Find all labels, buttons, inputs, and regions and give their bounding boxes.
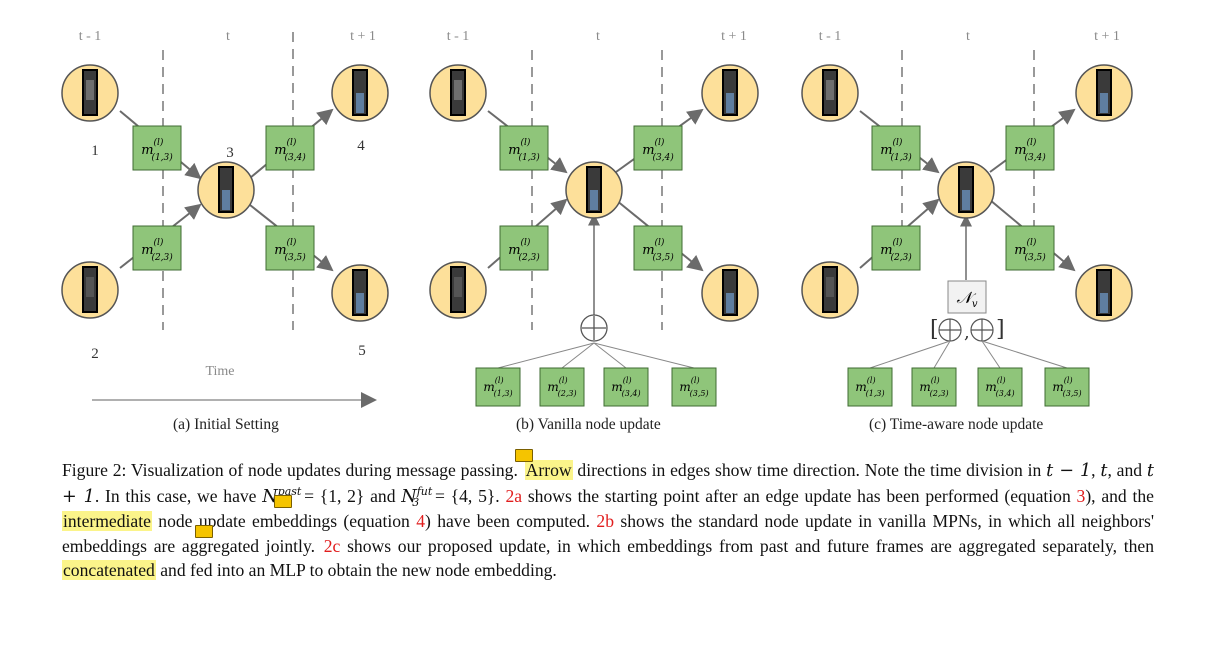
time-label-t-minus-1: t - 1 bbox=[819, 29, 842, 44]
node-1 bbox=[801, 64, 859, 122]
node-3 bbox=[197, 161, 255, 219]
message-1-3: m(l)(1,3) bbox=[499, 125, 549, 171]
time-label-t: t bbox=[966, 29, 970, 44]
ref-equation-4[interactable]: 4 bbox=[416, 511, 425, 532]
time-axis-label: Time bbox=[205, 364, 234, 379]
caption-part-6: ) have been computed. bbox=[425, 511, 591, 532]
node-number-4: 4 bbox=[357, 138, 365, 154]
node-5 bbox=[701, 264, 759, 322]
bottom-message-3-4: m(l)(3,4) bbox=[977, 367, 1023, 407]
message-3-5: m(l)(3,5) bbox=[265, 225, 315, 271]
panel-initial-setting: t - 1 t t + 1 1 2 3 4 5 m(l)(1,3) m(l)(2… bbox=[40, 0, 410, 440]
bottom-message-3-5: m(l)(3,5) bbox=[671, 367, 717, 407]
caption-sep-2: , and bbox=[1107, 460, 1143, 480]
caption-part-4: ), and the bbox=[1085, 485, 1154, 506]
mlp-box: 𝒩v bbox=[947, 280, 987, 314]
node-2 bbox=[61, 261, 119, 319]
caption-part-5: node update embeddings (equation bbox=[158, 511, 410, 532]
figure-caption: Figure 2: Visualization of node updates … bbox=[62, 449, 1154, 583]
message-1-3: m(l)(1,3) bbox=[871, 125, 921, 171]
sum-aggregator-icon bbox=[580, 314, 608, 342]
panel-b-caption: (b) Vanilla node update bbox=[516, 416, 661, 433]
time-label-t-plus-1: t + 1 bbox=[721, 29, 747, 44]
message-2-3: m(l)(2,3) bbox=[132, 225, 182, 271]
panel-c-caption: (c) Time-aware node update bbox=[869, 416, 1044, 433]
caption-and: and bbox=[370, 485, 396, 506]
node-4 bbox=[701, 64, 759, 122]
bottom-message-3-4: m(l)(3,4) bbox=[603, 367, 649, 407]
bottom-message-2-3: m(l)(2,3) bbox=[539, 367, 585, 407]
bottom-message-1-3: m(l)(1,3) bbox=[847, 367, 893, 407]
panel-a-caption: (a) Initial Setting bbox=[173, 416, 279, 433]
caption-sep-1: , bbox=[1091, 460, 1096, 480]
node-4 bbox=[1075, 64, 1133, 122]
caption-part-3: shows the starting point after an edge u… bbox=[527, 485, 1071, 506]
bottom-message-1-3: m(l)(1,3) bbox=[475, 367, 521, 407]
message-1-3: m(l)(1,3) bbox=[132, 125, 182, 171]
node-number-5: 5 bbox=[358, 343, 366, 359]
ref-figure-2b[interactable]: 2b bbox=[596, 511, 615, 532]
message-3-5: m(l)(3,5) bbox=[633, 225, 683, 271]
time-label-t-minus-1: t - 1 bbox=[79, 29, 102, 44]
highlight-arrow[interactable]: Arrow bbox=[524, 460, 573, 480]
node-2 bbox=[801, 261, 859, 319]
bottom-message-2-3: m(l)(2,3) bbox=[911, 367, 957, 407]
math-t: t bbox=[1100, 461, 1108, 481]
svg-text:]: ] bbox=[996, 317, 1005, 342]
caption-part-9: and fed into an MLP to obtain the new no… bbox=[160, 560, 557, 581]
time-label-t-plus-1: t + 1 bbox=[350, 29, 376, 44]
message-3-4: m(l)(3,4) bbox=[265, 125, 315, 171]
node-number-2: 2 bbox=[91, 346, 99, 362]
node-5 bbox=[1075, 264, 1133, 322]
message-3-4: m(l)(3,4) bbox=[633, 125, 683, 171]
math-t-plus-1: t + 1 bbox=[62, 461, 1154, 507]
time-label-t-minus-1: t - 1 bbox=[447, 29, 470, 44]
caption-part-8: shows our proposed update, in which embe… bbox=[347, 535, 1154, 556]
math-n-fut: Nfut3 bbox=[401, 484, 433, 510]
panel-b-graph: t - 1 t t + 1 m(l)(1,3) m(l)(2,3) m(l)(3… bbox=[429, 29, 759, 407]
comment-note-icon[interactable] bbox=[274, 494, 293, 508]
panel-vanilla-node-update: t - 1 t t + 1 m(l)(1,3) m(l)(2,3) m(l)(3… bbox=[412, 0, 782, 440]
comment-note-icon[interactable] bbox=[514, 449, 533, 462]
node-5 bbox=[331, 264, 389, 322]
svg-text:[: [ bbox=[930, 317, 939, 342]
caption-lead: Figure 2: Visualization of node updates … bbox=[62, 460, 518, 480]
message-2-3: m(l)(2,3) bbox=[499, 225, 549, 271]
node-number-1: 1 bbox=[91, 143, 99, 159]
ref-figure-2a[interactable]: 2a bbox=[505, 485, 523, 506]
bottom-message-3-5: m(l)(3,5) bbox=[1044, 367, 1090, 407]
highlight-intermediate[interactable]: intermediate bbox=[62, 511, 152, 532]
concat-sum-aggregator-icon: [ , ] bbox=[930, 317, 1005, 343]
time-label-t: t bbox=[226, 29, 230, 44]
message-2-3: m(l)(2,3) bbox=[871, 225, 921, 271]
ref-figure-2c[interactable]: 2c bbox=[323, 535, 341, 556]
comment-note-icon[interactable] bbox=[195, 524, 214, 538]
message-3-4: m(l)(3,4) bbox=[1005, 125, 1055, 171]
svg-text:,: , bbox=[964, 322, 970, 343]
node-4 bbox=[331, 64, 389, 122]
caption-part-7: shows the standard node update in vanill… bbox=[62, 511, 1154, 556]
panel-c-graph: t - 1 t t + 1 m(l)(1,3) m(l)(2,3) m(l)(3… bbox=[801, 29, 1133, 407]
node-1 bbox=[61, 64, 119, 122]
message-3-5: m(l)(3,5) bbox=[1005, 225, 1055, 271]
n-fut-value: = {4, 5}. bbox=[435, 485, 500, 506]
math-t-minus-1: t − 1 bbox=[1046, 461, 1092, 481]
panel-a-graph: t - 1 t t + 1 1 2 3 4 5 m(l)(1,3) m(l)(2… bbox=[61, 29, 389, 408]
caption-part-2: . In this case, we have bbox=[94, 485, 257, 506]
node-1 bbox=[429, 64, 487, 122]
node-2 bbox=[429, 261, 487, 319]
panel-time-aware-node-update: t - 1 t t + 1 m(l)(1,3) m(l)(2,3) m(l)(3… bbox=[782, 0, 1182, 440]
node-number-3: 3 bbox=[226, 145, 234, 161]
caption-part-1: directions in edges show time direction.… bbox=[577, 460, 1042, 480]
node-3 bbox=[937, 161, 995, 219]
time-label-t-plus-1: t + 1 bbox=[1094, 29, 1120, 44]
node-3 bbox=[565, 161, 623, 219]
time-label-t: t bbox=[596, 29, 600, 44]
ref-equation-3[interactable]: 3 bbox=[1076, 485, 1086, 506]
n-past-value: = {1, 2} bbox=[304, 485, 365, 506]
highlight-concatenated[interactable]: concatenated bbox=[62, 560, 156, 581]
